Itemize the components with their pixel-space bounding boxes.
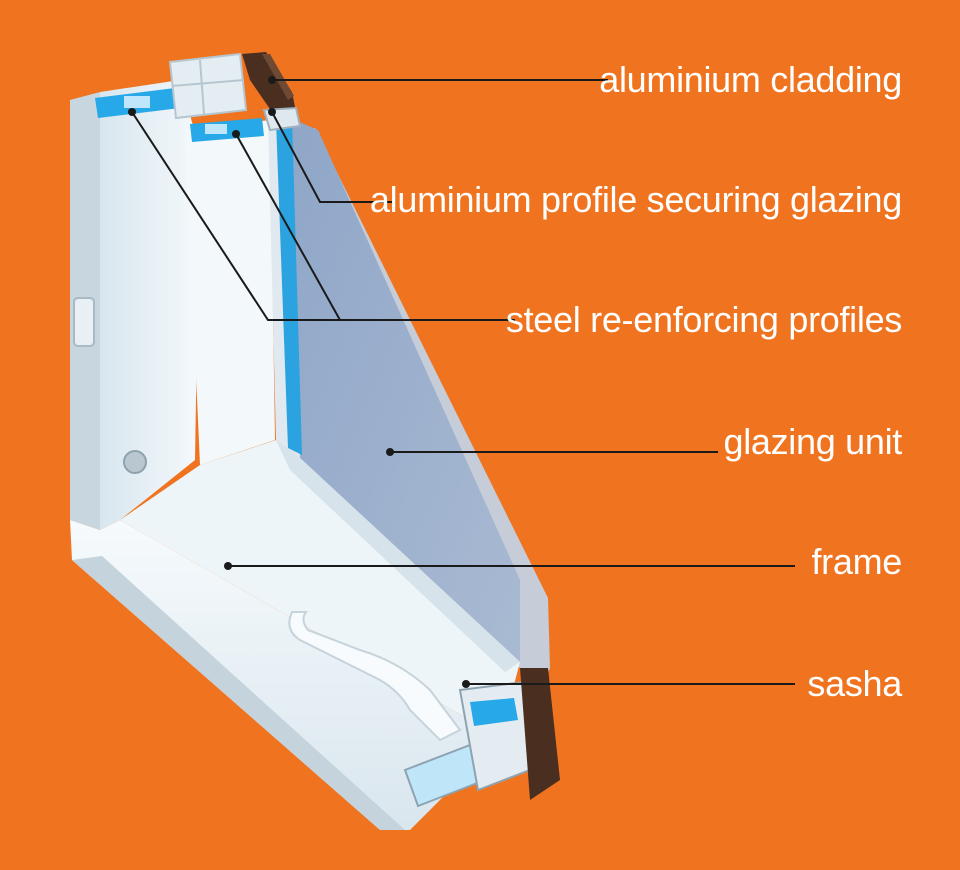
steel-profile-sash-hollow [205,124,227,134]
leader-lines [131,79,795,685]
frame-left-face [100,80,200,530]
leader-steel-2 [235,133,341,321]
leader-steel-1 [131,111,515,321]
glazing-gasket-strip [276,118,302,455]
aluminium-cladding-highlight [262,54,294,100]
label-frame: frame [811,541,902,582]
frame-sill [70,520,480,830]
sash-bottom [120,440,520,720]
bottom-cladding [520,668,560,800]
label-glazing-unit: glazing unit [723,421,902,462]
label-sash: sasha [807,663,902,704]
leader-profile [271,111,395,203]
window-handle [288,611,462,742]
label-aluminium-cladding: aluminium cladding [599,59,902,100]
hinge [73,297,95,347]
glazing-unit-shape [290,118,520,662]
steel-profile-frame-hollow [124,96,150,108]
leader-dots [128,76,470,688]
label-steel-profiles: steel re-enforcing profiles [505,299,902,340]
sash-vertical [185,120,275,465]
label-aluminium-profile: aluminium profile securing glazing [369,179,902,220]
frame-top-section [168,52,248,120]
drain-hole [123,450,147,474]
sash-bottom-shadow [276,440,520,672]
frame-sill-lower [72,556,405,830]
sash-bottom-steel [470,698,518,726]
